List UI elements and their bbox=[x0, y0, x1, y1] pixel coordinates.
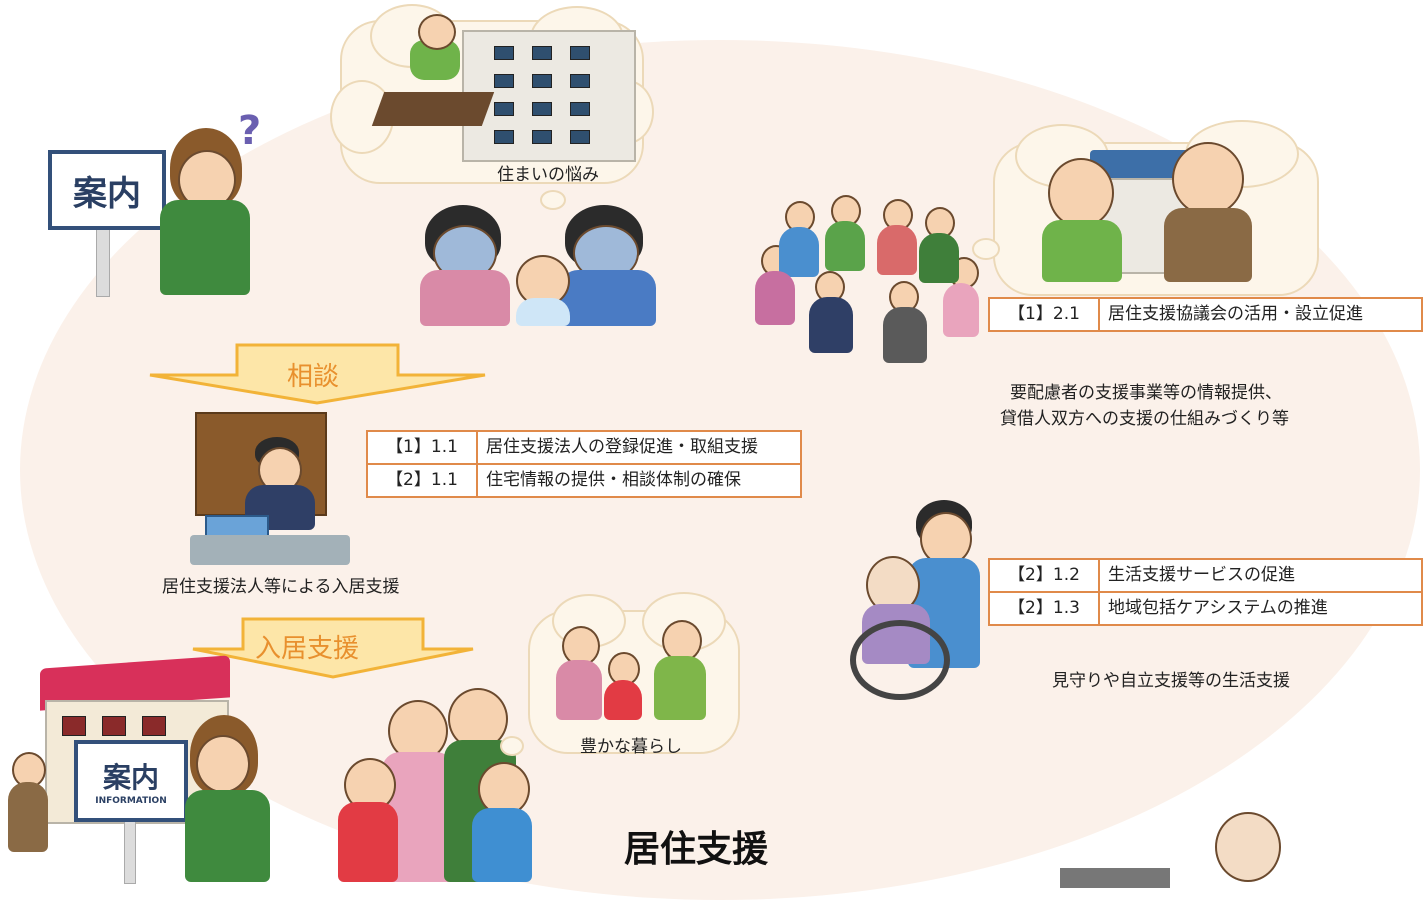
cloud-father-body bbox=[654, 656, 706, 720]
woman-head-bottom bbox=[196, 735, 250, 793]
measure-code: 【2】1.1 bbox=[366, 462, 478, 498]
guide-sign-top: 案内 bbox=[48, 150, 166, 230]
table-row: 【2】1.1 住宅情報の提供・相談体制の確保 bbox=[366, 462, 802, 498]
tenant-head bbox=[1048, 158, 1114, 228]
measure-code: 【2】1.2 bbox=[988, 558, 1100, 593]
elderly-man-head-partial bbox=[1215, 812, 1281, 882]
worried-father-body bbox=[560, 270, 656, 326]
life-support-table: 【2】1.2 生活支援サービスの促進 【2】1.3 地域包括ケアシステムの推進 bbox=[988, 558, 1423, 626]
thought-bubble-dot bbox=[972, 238, 1000, 260]
table-row: 【2】1.3 地域包括ケアシステムの推進 bbox=[988, 590, 1423, 626]
guide-sign-bottom: 案内 INFORMATION bbox=[74, 740, 188, 822]
table-row: 【1】2.1 居住支援協議会の活用・設立促進 bbox=[988, 297, 1423, 332]
cloud-girl-body bbox=[604, 680, 642, 720]
measure-text: 居住支援法人の登録促進・取組支援 bbox=[476, 430, 802, 465]
family-girl-body bbox=[338, 802, 398, 882]
woman-backpack-bottom bbox=[185, 790, 270, 882]
move-in-arrow bbox=[192, 617, 474, 679]
consultation-label: 相談 bbox=[286, 362, 339, 392]
person-backpack bbox=[160, 200, 250, 295]
thought-bubble-dot bbox=[540, 190, 566, 210]
guide-sign-bottom-label: 案内 bbox=[102, 761, 159, 794]
worried-mother-body bbox=[420, 270, 510, 326]
office-desk bbox=[190, 535, 350, 565]
measure-text: 地域包括ケアシステムの推進 bbox=[1098, 590, 1423, 626]
measure-code: 【1】1.1 bbox=[366, 430, 478, 465]
wheelchair-icon bbox=[850, 620, 950, 700]
sign-pole-bottom bbox=[124, 812, 136, 884]
landlord-body bbox=[1164, 208, 1252, 282]
council-caption-line1: 要配慮者の支援事業等の情報提供、 bbox=[1010, 383, 1282, 403]
table-row: 【2】1.2 生活支援サービスの促進 bbox=[988, 558, 1423, 593]
desk-partial bbox=[1060, 868, 1170, 888]
family-boy-body bbox=[472, 808, 532, 882]
measure-code: 【2】1.3 bbox=[988, 590, 1100, 626]
page-title: 居住支援 bbox=[624, 829, 769, 870]
guide-sign-top-label: 案内 bbox=[73, 173, 141, 214]
thought-bubble-dot bbox=[500, 736, 524, 756]
life-caption: 見守りや自立支援等の生活支援 bbox=[1052, 671, 1290, 691]
meeting-group bbox=[755, 195, 980, 380]
jumping-child-head bbox=[418, 14, 456, 50]
corp-support-table: 【1】1.1 居住支援法人の登録促進・取組支援 【2】1.1 住宅情報の提供・相… bbox=[366, 430, 802, 498]
tenant-body bbox=[1042, 220, 1122, 282]
floor-mat bbox=[371, 92, 495, 126]
measure-text: 住宅情報の提供・相談体制の確保 bbox=[476, 462, 802, 498]
measure-code: 【1】2.1 bbox=[988, 297, 1100, 332]
old-man-body bbox=[8, 782, 48, 852]
landlord-head bbox=[1172, 142, 1244, 216]
housing-worry-label: 住まいの悩み bbox=[497, 165, 599, 185]
cloud-mother-body bbox=[556, 660, 602, 720]
council-caption-line2: 貸借人双方への支援の仕組みづくり等 bbox=[1000, 409, 1289, 429]
move-in-label: 入居支援 bbox=[254, 634, 359, 664]
measure-text: 生活支援サービスの促進 bbox=[1098, 558, 1423, 593]
council-table: 【1】2.1 居住支援協議会の活用・設立促進 bbox=[988, 297, 1423, 332]
table-row: 【1】1.1 居住支援法人の登録促進・取組支援 bbox=[366, 430, 802, 465]
baby-body bbox=[516, 298, 570, 326]
question-mark-icon: ? bbox=[238, 108, 262, 154]
consultation-arrow bbox=[149, 343, 486, 405]
caregiver-head bbox=[920, 512, 972, 566]
family-mother-head bbox=[388, 700, 448, 762]
guide-sign-bottom-sub: INFORMATION bbox=[95, 796, 167, 806]
corp-caption: 居住支援法人等による入居支援 bbox=[162, 577, 400, 597]
rich-life-label: 豊かな暮らし bbox=[580, 737, 682, 757]
measure-text: 居住支援協議会の活用・設立促進 bbox=[1098, 297, 1423, 332]
